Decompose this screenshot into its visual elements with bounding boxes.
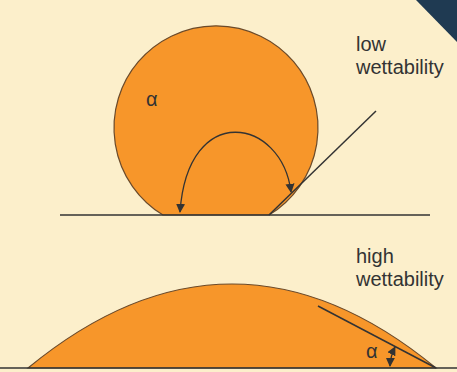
surface-line xyxy=(0,367,457,369)
tangent-line xyxy=(269,111,376,215)
angle-arc xyxy=(180,132,291,212)
corner-decoration xyxy=(416,0,457,42)
surface-line xyxy=(60,214,430,216)
droplet xyxy=(114,26,318,215)
angle-symbol: α xyxy=(366,340,386,363)
tangent-line xyxy=(318,306,436,368)
droplet xyxy=(28,284,436,368)
wettability-label: high wettability xyxy=(356,245,452,291)
angle-symbol: α xyxy=(146,88,176,111)
angle-arc xyxy=(390,347,395,366)
wettability-label: low wettability xyxy=(356,33,452,79)
